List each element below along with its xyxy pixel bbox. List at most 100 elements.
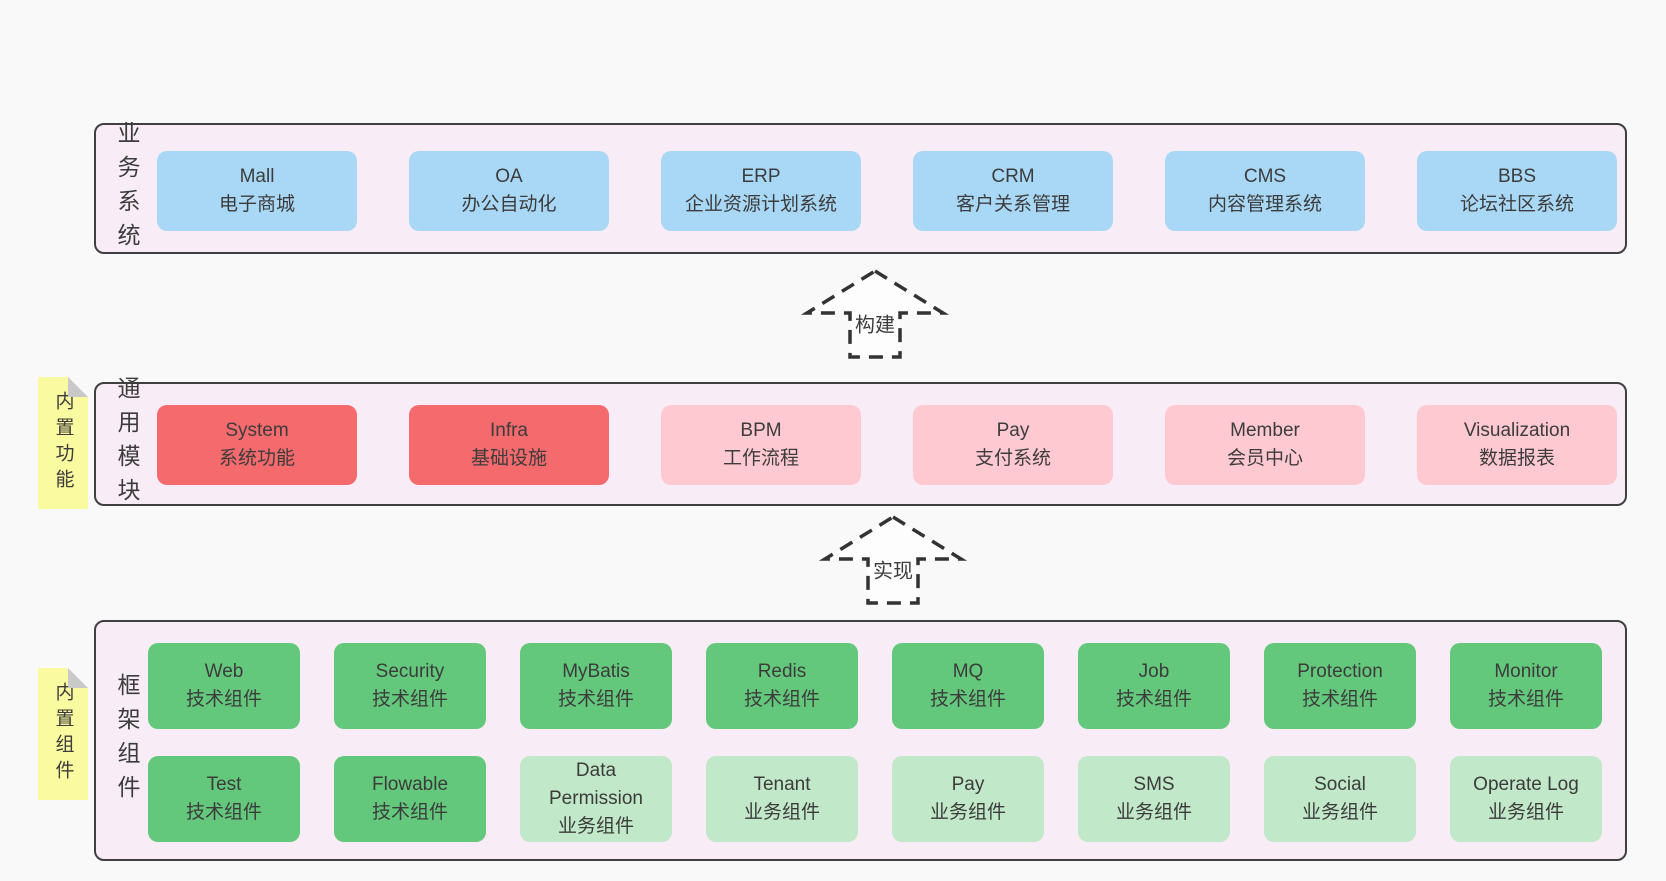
box-line: 客户关系管理: [955, 194, 1070, 215]
box-line: System: [225, 419, 289, 441]
box-line: SMS: [1133, 773, 1175, 795]
box-infra: Infra 基础设施: [409, 405, 609, 485]
box-line: Flowable: [371, 773, 449, 795]
box-line: OA: [495, 165, 523, 187]
box-line: 业务组件: [557, 816, 634, 838]
box-line: 技术组件: [185, 689, 262, 710]
box-line: CMS: [1243, 165, 1287, 187]
layer-business-systems: 业务系统 Mall 电子商城 OA 办公自动化 ERP 企业资源计划系统 CRM 客户关系管理…: [94, 120, 1627, 257]
box-line: Pay: [996, 419, 1030, 441]
box-pay-biz: Pay 业务组件: [892, 756, 1044, 842]
layer-common-modules-label: 通用模块: [114, 376, 140, 512]
layer-business-systems-label: 业务系统: [114, 120, 140, 257]
box-line: 企业资源计划系统: [684, 194, 837, 215]
note-built-in-features-label: 内置功能: [52, 391, 74, 495]
note-built-in-components: 内置组件: [38, 668, 88, 800]
arrow-implement: 实现: [818, 514, 968, 606]
box-line: 技术组件: [371, 689, 448, 710]
box-line: Protection: [1297, 660, 1383, 682]
box-line: Member: [1230, 419, 1300, 441]
layer-common-modules: 通用模块 System 系统功能 Infra 基础设施 BPM 工作流程 Pay 支付系统 Me…: [94, 376, 1627, 512]
box-mq: MQ 技术组件: [892, 643, 1044, 729]
box-line: Security: [375, 660, 445, 682]
box-bbs: BBS 论坛社区系统: [1417, 151, 1617, 231]
box-pay: Pay 支付系统: [913, 405, 1113, 485]
box-crm: CRM 客户关系管理: [913, 151, 1113, 231]
box-line: Operate Log: [1473, 773, 1579, 795]
box-line: MQ: [952, 660, 984, 682]
box-line: 数据报表: [1478, 448, 1555, 469]
arrow-build-label: 构建: [852, 307, 898, 339]
box-monitor: Monitor 技术组件: [1450, 643, 1602, 729]
arrow-build: 构建: [800, 268, 950, 360]
box-mall: Mall 电子商城: [157, 151, 357, 231]
box-line: CRM: [991, 165, 1035, 187]
common-modules-row: System 系统功能 Infra 基础设施 BPM 工作流程 Pay 支付系统 Member 会…: [157, 405, 1617, 485]
box-line: 技术组件: [1301, 689, 1378, 710]
box-line: BBS: [1497, 165, 1537, 187]
box-line: 办公自动化: [461, 194, 557, 215]
box-line: 技术组件: [1487, 689, 1564, 710]
box-line: 业务组件: [929, 802, 1006, 823]
box-bpm: BPM 工作流程: [661, 405, 861, 485]
business-systems-row: Mall 电子商城 OA 办公自动化 ERP 企业资源计划系统 CRM 客户关系管理 CMS 内容…: [157, 151, 1617, 231]
box-line: Permission: [549, 787, 643, 809]
box-line: Infra: [489, 419, 529, 441]
box-line: Test: [206, 773, 242, 795]
box-line: 系统功能: [218, 448, 295, 469]
box-redis: Redis 技术组件: [706, 643, 858, 729]
box-line: 基础设施: [470, 448, 547, 469]
box-line: Job: [1138, 660, 1170, 682]
box-oa: OA 办公自动化: [409, 151, 609, 231]
box-line: Web: [204, 660, 244, 682]
box-line: 技术组件: [371, 802, 448, 823]
box-line: Redis: [757, 660, 807, 682]
box-operate-log: Operate Log 业务组件: [1450, 756, 1602, 842]
box-line: 技术组件: [185, 802, 262, 823]
box-line: 论坛社区系统: [1459, 194, 1574, 215]
box-protection: Protection 技术组件: [1264, 643, 1416, 729]
box-line: 技术组件: [1115, 689, 1192, 710]
box-line: Pay: [951, 773, 985, 795]
layer-framework-components-label: 框架组件: [114, 672, 140, 809]
box-line: BPM: [740, 419, 782, 441]
box-line: 技术组件: [929, 689, 1006, 710]
box-line: 工作流程: [722, 448, 799, 469]
box-security: Security 技术组件: [334, 643, 486, 729]
box-line: 内容管理系统: [1207, 194, 1322, 215]
box-job: Job 技术组件: [1078, 643, 1230, 729]
box-line: MyBatis: [562, 660, 630, 682]
box-test: Test 技术组件: [148, 756, 300, 842]
box-line: 业务组件: [1487, 802, 1564, 823]
box-erp: ERP 企业资源计划系统: [661, 151, 861, 231]
box-system: System 系统功能: [157, 405, 357, 485]
box-visualization: Visualization 数据报表: [1417, 405, 1617, 485]
note-built-in-components-label: 内置组件: [52, 682, 74, 786]
box-line: 业务组件: [743, 802, 820, 823]
box-line: ERP: [741, 165, 781, 187]
box-line: 会员中心: [1226, 448, 1303, 469]
box-line: 技术组件: [743, 689, 820, 710]
box-flowable: Flowable 技术组件: [334, 756, 486, 842]
box-line: 支付系统: [974, 448, 1051, 469]
box-line: 业务组件: [1301, 802, 1378, 823]
box-line: Mall: [239, 165, 275, 187]
box-line: Data: [575, 759, 617, 781]
box-member: Member 会员中心: [1165, 405, 1365, 485]
box-line: 业务组件: [1115, 802, 1192, 823]
box-line: Tenant: [753, 773, 811, 795]
note-built-in-features: 内置功能: [38, 377, 88, 509]
box-line: Monitor: [1494, 660, 1558, 682]
arrow-implement-label: 实现: [870, 553, 916, 585]
box-cms: CMS 内容管理系统: [1165, 151, 1365, 231]
box-sms: SMS 业务组件: [1078, 756, 1230, 842]
box-line: Visualization: [1463, 419, 1571, 441]
box-line: 电子商城: [218, 194, 295, 215]
box-web: Web 技术组件: [148, 643, 300, 729]
